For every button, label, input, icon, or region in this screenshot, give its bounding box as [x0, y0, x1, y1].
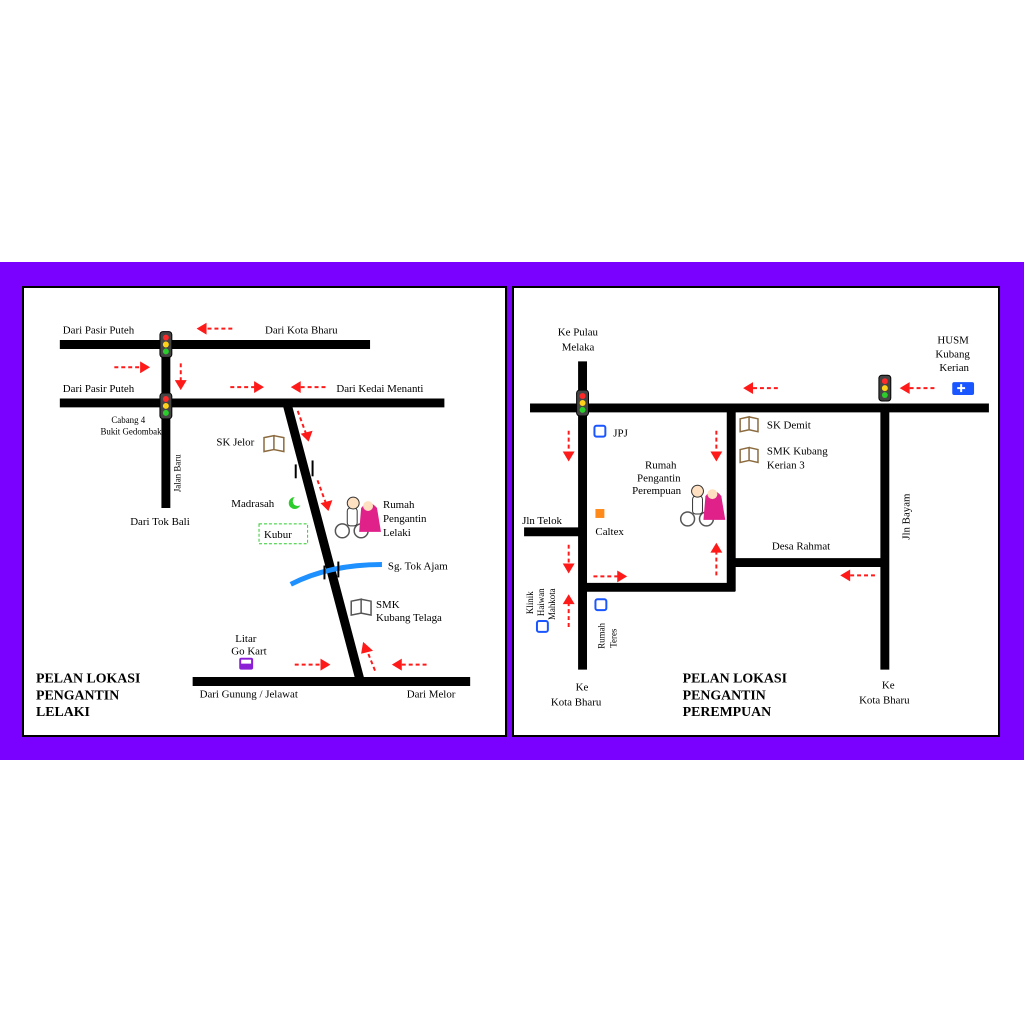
school-book-icon [739, 446, 759, 464]
label-ke-pulau: Ke Pulau [558, 327, 599, 339]
bride-groom-bicycle-icon [679, 484, 726, 527]
label-pengantin: Pengantin [383, 513, 427, 525]
label-desa-rahmat: Desa Rahmat [772, 541, 830, 553]
label-kota-bharu-right: Kota Bharu [859, 694, 910, 706]
label-mahkota: Mahkota [547, 588, 557, 620]
label-perempuan: Perempuan [632, 485, 682, 497]
bride-groom-bicycle-icon [334, 496, 381, 539]
label-husm: HUSM [937, 335, 969, 347]
label-rumah: Rumah [383, 499, 415, 511]
label-dari-pasir-puteh-1: Dari Pasir Puteh [63, 325, 135, 337]
map-title-line-2: PENGANTIN [36, 688, 119, 703]
label-jpj: JPJ [613, 428, 628, 440]
direction-arrows [562, 382, 935, 627]
label-kubang: Kubang [935, 348, 970, 360]
traffic-light-icon [576, 389, 589, 417]
label-rumah: Rumah [645, 459, 677, 471]
kubur-box [258, 523, 309, 545]
label-go-kart: Go Kart [231, 646, 266, 658]
school-book-icon [350, 598, 372, 616]
label-rumah-teres-1: Rumah [596, 622, 606, 648]
label-smk: SMK [376, 599, 400, 611]
map-title-line-2: PENGANTIN [683, 688, 766, 703]
direction-arrows [114, 322, 427, 671]
label-dari-gunung-jelawat: Dari Gunung / Jelawat [200, 688, 298, 700]
label-litar: Litar [235, 633, 257, 645]
label-sk-jelor: SK Jelor [216, 437, 254, 449]
school-book-icon [739, 415, 759, 433]
label-kubur: Kubur [264, 529, 292, 541]
rumah-teres-icon [594, 598, 608, 612]
map-title-line-3: PEREMPUAN [683, 705, 772, 720]
traffic-light-icon [159, 331, 173, 358]
label-sg-tok-ajam: Sg. Tok Ajam [388, 560, 448, 572]
school-book-icon [263, 434, 285, 453]
river-sg-tok-ajam [289, 562, 382, 587]
bridge-icon [294, 460, 340, 580]
label-jln-bayam: Jln Bayam [901, 493, 913, 540]
label-kerian-3: Kerian 3 [767, 459, 805, 471]
label-haiwan: Haiwan [536, 588, 546, 616]
map-title-line-1: PELAN LOKASI [683, 671, 787, 686]
map-title-line-1: PELAN LOKASI [36, 671, 140, 686]
label-dari-tok-bali: Dari Tok Bali [130, 516, 190, 528]
label-jalan-baru: Jalan Baru [173, 454, 183, 492]
label-kota-bharu-left: Kota Bharu [551, 696, 602, 708]
crescent-icon [288, 496, 303, 510]
label-ke-right: Ke [882, 679, 895, 691]
label-kubang-telaga: Kubang Telaga [376, 612, 442, 624]
label-bukit-gedombak: Bukit Gedombak [100, 427, 162, 437]
bus-icon [239, 657, 254, 670]
label-dari-kedai-menanti: Dari Kedai Menanti [336, 383, 423, 395]
label-kerian: Kerian [939, 362, 969, 374]
label-smk-kubang: SMK Kubang [767, 446, 828, 458]
map-pengantin-perempuan: Ke Pulau Melaka HUSM Kubang Kerian JPJ S… [512, 286, 1000, 737]
label-rumah-teres-2: Teres [608, 628, 618, 648]
label-cabang-4: Cabang 4 [111, 415, 145, 425]
map-title-line-3: LELAKI [36, 705, 90, 720]
jpj-icon [593, 424, 607, 438]
ambulance-icon [952, 382, 975, 396]
traffic-light-icon [878, 374, 892, 402]
traffic-light-icon [159, 392, 173, 420]
clinic-icon [535, 620, 549, 633]
label-ke-left: Ke [576, 681, 589, 693]
label-madrasah: Madrasah [231, 498, 274, 510]
road-main-diagonal [282, 401, 365, 682]
label-dari-kota-bharu: Dari Kota Bharu [265, 325, 338, 337]
label-lelaki: Lelaki [383, 527, 411, 539]
label-dari-pasir-puteh-2: Dari Pasir Puteh [63, 383, 135, 395]
label-sk-demit: SK Demit [767, 420, 811, 432]
label-melaka: Melaka [562, 341, 595, 353]
map-pengantin-lelaki: Dari Pasir Puteh Dari Kota Bharu Dari Pa… [22, 286, 507, 737]
label-pengantin: Pengantin [637, 472, 681, 484]
label-dari-melor: Dari Melor [407, 688, 456, 700]
label-klinik: Klinik [525, 591, 535, 614]
label-jln-telok: Jln Telok [522, 515, 562, 527]
label-caltex: Caltex [595, 526, 624, 538]
caltex-icon [595, 509, 605, 518]
